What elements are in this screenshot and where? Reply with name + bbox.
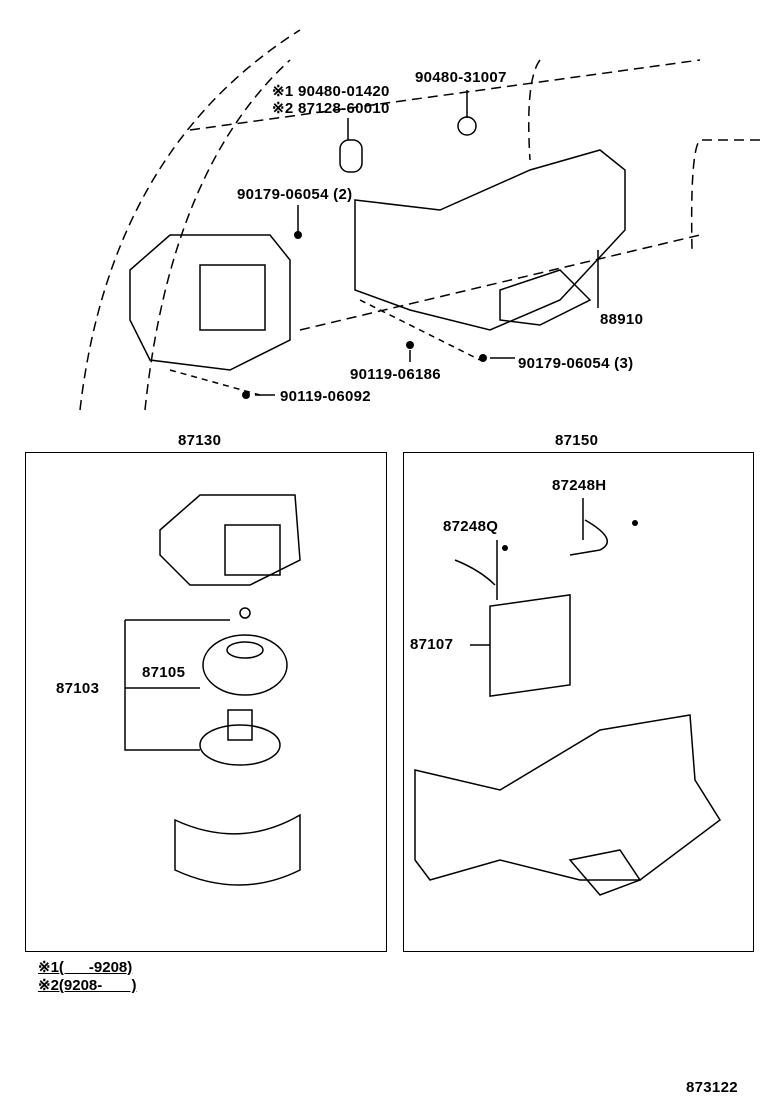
heater-unit-top [354,149,626,331]
ref-line-4 [528,59,541,161]
figure-number: 873122 [686,1079,738,1096]
blower-unit-top [129,234,291,371]
fan-wheel [202,634,288,696]
label-screw-center: 90119-06186 [350,366,441,383]
blower-filter [224,524,281,576]
label-grommet-variant-2: ※2 87128-60010 [272,100,390,117]
note-2: ※2(9208- ) [38,977,137,994]
firewall-line [189,59,701,131]
label-grommet-variant-1: ※1 90480-01420 [272,83,390,100]
hose-h [569,519,608,556]
duct-top [499,269,592,326]
screw-icon [242,391,250,399]
blower-assembly-box [25,452,387,952]
note-1: ※1( -9208) [38,959,133,976]
blower-filter-top [199,264,266,331]
label-nut-upper: 90179-06054 (2) [237,186,353,203]
label-hose-h: 87248H [552,477,607,494]
label-core: 87107 [410,636,454,653]
heater-duct [568,849,642,896]
heater-unit-title: 87150 [555,432,599,449]
screw-icon [406,341,414,349]
grommet-round-icon [457,116,477,136]
ref-line-2 [359,299,481,361]
clip-icon [502,545,508,551]
door-outline [690,139,760,251]
label-air-duct: 88910 [600,311,644,328]
label-motor-assy: 87103 [56,680,100,697]
heater-unit-box [403,452,754,952]
motor-bracket [124,619,230,751]
grommet-icon [339,139,363,173]
label-screw-lower: 90119-06092 [280,388,371,405]
clip-icon [632,520,638,526]
body-outline-dashed [79,29,301,411]
nut-icon [479,354,487,362]
blower-motor [199,724,281,766]
ref-line [299,234,701,331]
ref-line-3 [169,369,261,396]
label-hose-q: 87248Q [443,518,499,535]
label-grommet: 90480-31007 [415,69,507,86]
label-nut-lower: 90179-06054 (3) [518,355,634,372]
heater-core [489,594,571,697]
hose-q [454,559,496,586]
label-fan: 87105 [142,664,186,681]
dash-panel-outline [144,59,291,411]
blower-case-lower [174,813,301,886]
blower-case-upper [159,494,301,586]
heater-case [414,714,722,881]
blower-assembly-title: 87130 [178,432,222,449]
nut-icon [294,231,302,239]
